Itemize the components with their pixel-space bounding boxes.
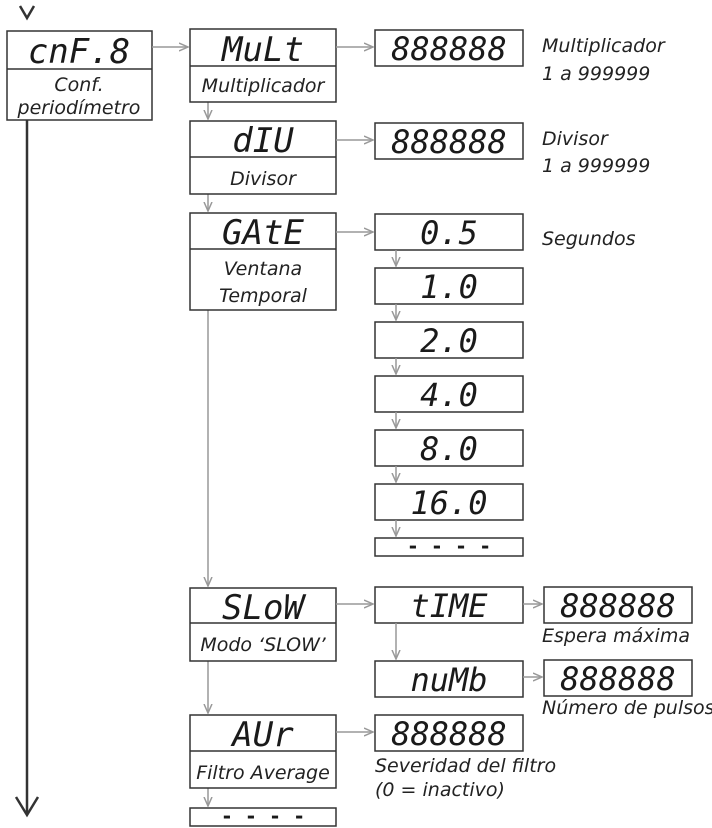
- mult-node[interactable]: MuLt Multiplicador: [189, 28, 337, 103]
- time-value: 888888: [560, 587, 676, 625]
- gate-option-1[interactable]: 1.0: [374, 267, 524, 306]
- gate-option-value: 16.0: [410, 484, 487, 522]
- mult-display: MuLt: [221, 30, 304, 70]
- conf-display: cnF.8: [28, 32, 130, 72]
- gate-node[interactable]: GAtE Ventana Temporal: [189, 212, 337, 311]
- avr-value: 888888: [391, 715, 507, 753]
- menu-end-node[interactable]: - - - -: [189, 804, 337, 828]
- numb-note: Número de pulsos: [542, 697, 712, 719]
- time-value-display[interactable]: 888888: [543, 586, 693, 625]
- conf-label-line2: periodímetro: [17, 97, 141, 119]
- mult-value-display[interactable]: 888888: [374, 29, 524, 68]
- gate-option-5[interactable]: 16.0: [374, 483, 524, 522]
- gate-end-marker: - - - -: [407, 534, 491, 558]
- time-node[interactable]: tIME: [374, 586, 524, 625]
- time-display: tIME: [410, 587, 488, 625]
- div-display: dIU: [232, 121, 294, 161]
- gate-option-3[interactable]: 4.0: [374, 375, 524, 414]
- div-node[interactable]: dIU Divisor: [189, 120, 337, 195]
- gate-display: GAtE: [222, 213, 304, 253]
- gate-option-4[interactable]: 8.0: [374, 429, 524, 468]
- numb-value: 888888: [560, 660, 676, 698]
- time-note: Espera máxima: [542, 625, 690, 647]
- mult-label: Multiplicador: [202, 75, 326, 97]
- numb-display: nuMb: [410, 661, 487, 699]
- numb-node[interactable]: nuMb: [374, 660, 524, 699]
- conf-label-line1: Conf.: [54, 74, 103, 96]
- div-value: 888888: [391, 123, 507, 161]
- gate-label-line1: Ventana: [224, 258, 302, 280]
- conf-periodimetro-node[interactable]: cnF.8 Conf. periodímetro: [6, 30, 153, 121]
- avr-note-line1: Severidad del filtro: [375, 755, 556, 777]
- avr-node[interactable]: AUr Filtro Average: [189, 714, 337, 789]
- gate-note: Segundos: [542, 228, 636, 250]
- div-note-line2: 1 a 999999: [542, 155, 650, 177]
- mult-note-line1: Multiplicador: [542, 35, 666, 57]
- avr-note-line2: (0 = inactivo): [375, 779, 505, 801]
- gate-option-value: 0.5: [420, 214, 478, 252]
- menu-end-marker: - - - -: [221, 804, 305, 828]
- gate-option-value: 1.0: [420, 268, 478, 306]
- gate-options-end[interactable]: - - - -: [374, 534, 524, 558]
- gate-option-value: 2.0: [420, 322, 478, 360]
- mult-value: 888888: [391, 30, 507, 68]
- slow-label: Modo ‘SLOW’: [200, 634, 326, 656]
- gate-option-value: 4.0: [420, 376, 478, 414]
- mult-note-line2: 1 a 999999: [542, 63, 650, 85]
- slow-display: SLoW: [222, 588, 306, 628]
- numb-value-display[interactable]: 888888: [543, 659, 693, 698]
- div-value-display[interactable]: 888888: [374, 122, 524, 161]
- div-label: Divisor: [230, 168, 297, 190]
- avr-display: AUr: [230, 715, 294, 755]
- gate-option-0[interactable]: 0.5: [374, 213, 524, 252]
- div-note-line1: Divisor: [542, 128, 609, 150]
- avr-label: Filtro Average: [196, 762, 330, 784]
- main-flow-arrow: [14, 5, 40, 818]
- gate-options-list: 0.5 1.0 2.0 4.0 8.0 16.0 - - - -: [374, 213, 524, 558]
- avr-value-display[interactable]: 888888: [374, 714, 524, 753]
- gate-option-2[interactable]: 2.0: [374, 321, 524, 360]
- slow-node[interactable]: SLoW Modo ‘SLOW’: [189, 587, 337, 662]
- gate-label-line2: Temporal: [219, 285, 308, 307]
- gate-option-value: 8.0: [420, 430, 478, 468]
